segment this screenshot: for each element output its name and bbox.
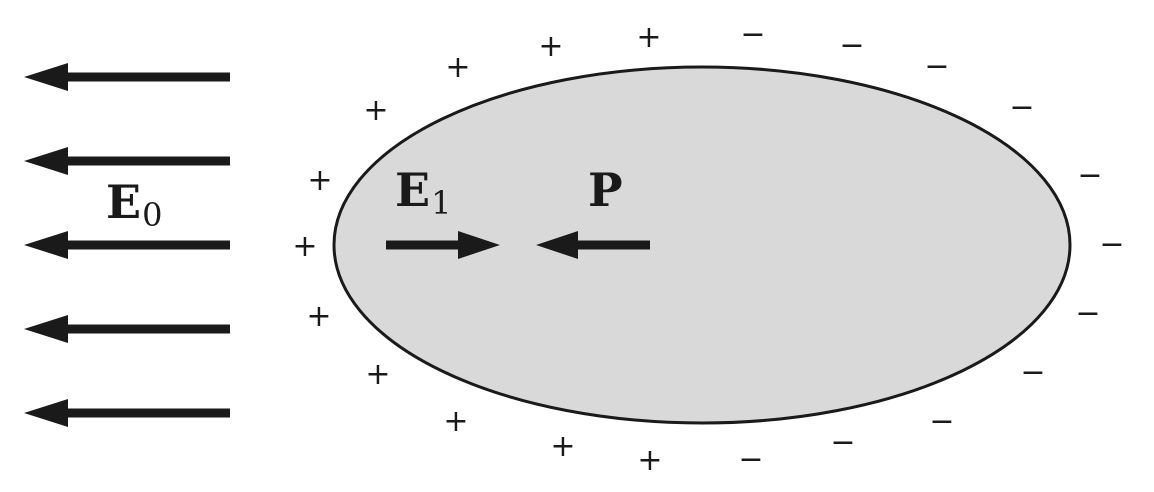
positive-charge: + (307, 163, 332, 198)
dielectric-ellipsoid (332, 65, 1072, 425)
positive-charge: + (363, 93, 388, 128)
negative-charge: − (738, 442, 763, 477)
field-arrow (24, 231, 230, 259)
positive-charge: + (637, 443, 662, 478)
negative-charge: − (740, 17, 765, 52)
field-arrow (24, 315, 230, 343)
external-field-arrows (24, 63, 230, 427)
positive-charge: + (365, 357, 390, 392)
negative-charge: − (929, 404, 954, 439)
negative-charge: − (830, 425, 855, 460)
negative-charge: − (1099, 227, 1124, 262)
field-arrow (24, 399, 230, 427)
negative-charges: − − − − − − − − − − − (738, 17, 1124, 477)
positive-charge: + (445, 50, 470, 85)
positive-charge: + (443, 404, 468, 439)
internal-field-arrow (386, 231, 500, 259)
field-arrow (24, 63, 230, 91)
e0-label: E0 (106, 175, 162, 234)
negative-charge: − (1075, 296, 1100, 331)
e1-label: E1 (395, 163, 451, 222)
positive-charge: + (538, 29, 563, 64)
positive-charge: + (636, 20, 661, 55)
negative-charge: − (1009, 90, 1034, 125)
positive-charges: + + + + + + + + + + + (292, 20, 662, 478)
negative-charge: − (839, 28, 864, 63)
positive-charge: + (306, 299, 331, 334)
field-arrow (24, 147, 230, 175)
positive-charge: + (292, 229, 317, 264)
polarization-arrow (536, 231, 650, 259)
negative-charge: − (1077, 158, 1102, 193)
negative-charge: − (1020, 355, 1045, 390)
positive-charge: + (550, 429, 575, 464)
p-label: P (588, 163, 623, 217)
negative-charge: − (924, 49, 949, 84)
